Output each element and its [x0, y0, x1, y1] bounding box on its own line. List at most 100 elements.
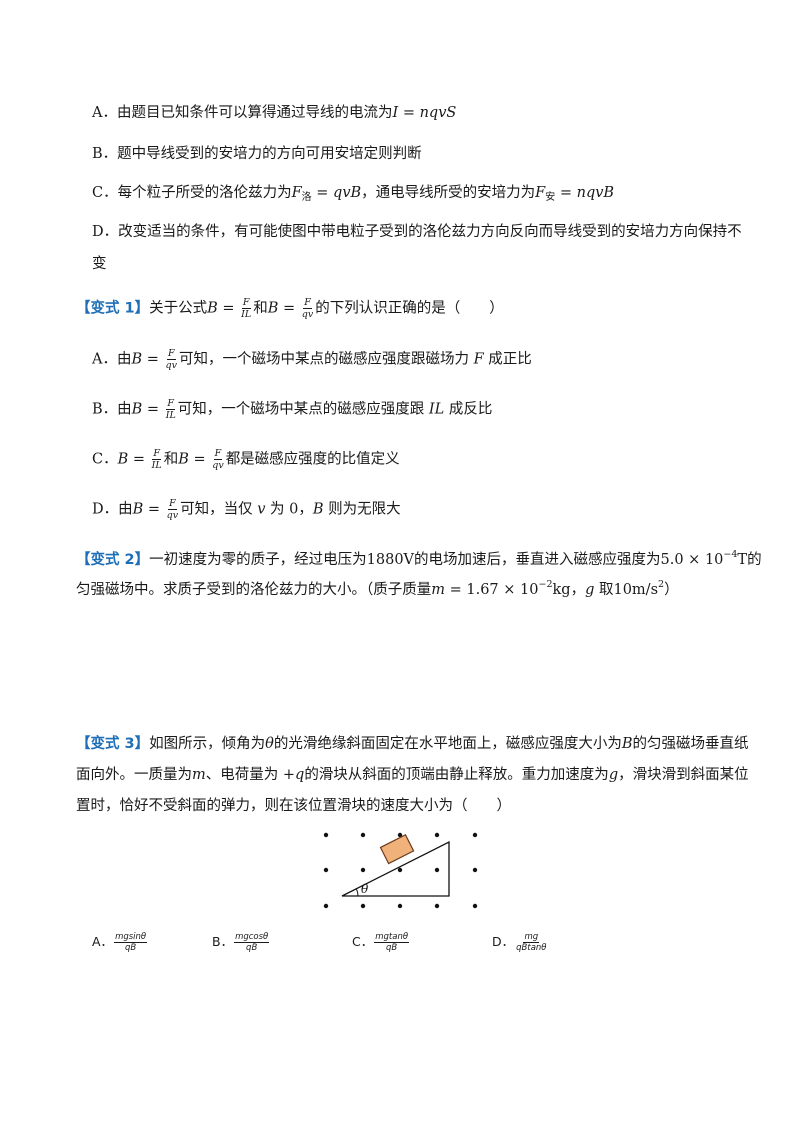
option-text: 成反比 [444, 401, 493, 418]
q0-option-c: C．每个粒子所受的洛伦兹力为F洛 = qvB，通电导线所受的安培力为F安 = n… [92, 183, 614, 208]
option-text: 成正比 [483, 351, 532, 368]
q0-option-b: B．题中导线受到的安培力的方向可用安培定则判断 [92, 144, 422, 164]
stem-text: 和 [253, 300, 268, 317]
denominator: qB [386, 943, 398, 953]
field-dot [472, 867, 478, 873]
numerator: mg [523, 932, 540, 943]
denominator: IL [151, 460, 162, 471]
formula: B = [267, 300, 300, 317]
option-text: 由 [117, 401, 132, 418]
numerator: mgcosθ [234, 932, 270, 943]
denominator: qv [301, 309, 314, 320]
exponent: −4 [723, 549, 738, 560]
magnetic-field-dots [323, 832, 478, 909]
incline-triangle [341, 840, 450, 897]
formula: F [291, 185, 302, 201]
formula: B = [178, 451, 211, 468]
formula: B = [207, 300, 240, 317]
stem-text: ） [664, 582, 679, 598]
option-label: D． [92, 224, 119, 240]
field-dot [472, 832, 478, 838]
variable: F [473, 351, 484, 368]
field-dot [397, 867, 403, 873]
numerator: F [303, 297, 312, 309]
numerator: F [166, 398, 176, 410]
option-text: 由题目已知条件可以算得通过导线的电流为 [116, 105, 393, 121]
option-label: B． [92, 401, 118, 418]
option-text: 则为无限大 [323, 501, 401, 518]
stem-text: 的下列认识正确的是（ ） [315, 300, 504, 317]
stem-text: 如图所示，倾角为 [149, 736, 266, 752]
v2-line2: 匀强磁场中。求质子受到的洛伦兹力的大小。（质子质量m = 1.67 × 10−2… [76, 575, 679, 600]
variant-tag: 【变式 3】 [76, 736, 150, 752]
field-dot [472, 903, 478, 909]
denominator: qv [212, 460, 224, 471]
subscript: 安 [545, 192, 556, 203]
formula: B = [117, 451, 150, 468]
option-label: D． [92, 501, 119, 518]
numerator: mgsinθ [114, 932, 148, 943]
formula: = nqvB [555, 185, 615, 201]
option-label: A． [92, 105, 117, 121]
denominator: qv [166, 510, 179, 521]
variant-tag: 【变式 2】 [76, 552, 150, 568]
slider-block [379, 834, 415, 865]
angle-arc [355, 888, 359, 897]
numerator: F [168, 498, 177, 510]
field-dot [323, 867, 329, 873]
variable: m [192, 767, 206, 783]
variable: B [312, 501, 324, 518]
q0-option-d-line1: D．改变适当的条件，有可能使图中带电粒子受到的洛伦兹力方向反向而导线受到的安培力… [92, 222, 742, 242]
stem-text: ，滑块滑到斜面某位 [618, 767, 749, 783]
stem-text: 面向外。一质量为 [76, 767, 192, 783]
option-text: 可知，一个磁场中某点的磁感应强度跟磁场力 [178, 351, 474, 368]
option-text: 改变适当的条件，有可能使图中带电粒子受到的洛伦兹力方向反向而导线受到的安培力方向… [118, 224, 742, 240]
variable: θ [265, 736, 274, 752]
denominator: IL [241, 309, 252, 320]
option-label: A． [92, 934, 114, 949]
numerator: F [241, 297, 251, 309]
option-text: 由 [118, 501, 133, 518]
formula: B = [131, 351, 164, 368]
option-label: C． [352, 934, 374, 949]
option-label: D． [492, 934, 515, 949]
numerator: F [166, 348, 176, 360]
denominator: qB [246, 943, 258, 953]
v3-line1: 【变式 3】如图所示，倾角为θ的光滑绝缘斜面固定在水平地面上，磁感应强度大小为B… [76, 734, 749, 754]
field-dot [360, 867, 366, 873]
option-text: 都是磁感应强度的比值定义 [225, 451, 400, 468]
option-text: 题中导线受到的安培力的方向可用安培定则判断 [117, 146, 422, 162]
variable: B [621, 736, 633, 752]
v2-line1: 【变式 2】一初速度为零的质子，经过电压为1880V的电场加速后，垂直进入磁感应… [76, 545, 762, 570]
stem-text: 置时，恰好不受斜面的弹力，则在该位置滑块的速度大小为（ ） [76, 798, 511, 814]
option-text: ，通电导线所受的安培力为 [361, 185, 536, 201]
q0-option-d-line2: 变 [92, 254, 107, 274]
option-label: B． [92, 146, 118, 162]
numerator: F [213, 448, 223, 460]
field-dot [360, 903, 366, 909]
option-label: C． [92, 451, 118, 468]
incline-figure: θ [323, 832, 478, 909]
v3-line2: 面向外。一质量为m、电荷量为 +q的滑块从斜面的顶端由静止释放。重力加速度为g，… [76, 765, 749, 785]
exponent: −2 [538, 579, 553, 590]
variable: v [257, 501, 266, 518]
v3-line3: 置时，恰好不受斜面的弹力，则在该位置滑块的速度大小为（ ） [76, 796, 511, 816]
option-text: 由 [116, 351, 132, 368]
option-text: 和 [163, 451, 179, 468]
option-label: C． [92, 185, 118, 201]
variable: IL [428, 401, 445, 418]
